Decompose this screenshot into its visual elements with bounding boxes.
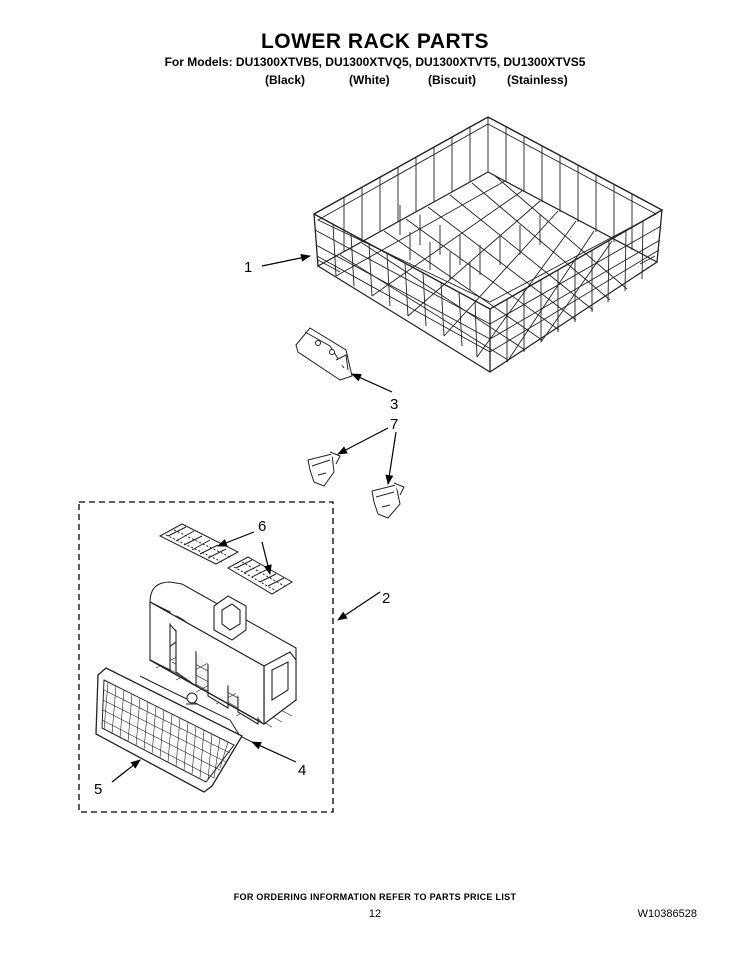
callout-4: 4: [298, 762, 306, 779]
callout-3: 3: [390, 396, 398, 413]
callout-6: 6: [258, 518, 266, 535]
rack-clip-lower: [371, 482, 405, 519]
assembly-frame: [78, 501, 334, 813]
page-title: LOWER RACK PARTS: [260, 30, 490, 53]
page-number: 12: [368, 908, 382, 920]
silverware-basket: [148, 581, 298, 728]
rack-bracket: [295, 327, 353, 381]
rack-clip-upper: [307, 451, 341, 487]
color-stainless: (Stainless): [507, 73, 568, 87]
models-line: For Models: DU1300XTVB5, DU1300XTVQ5, DU…: [164, 55, 586, 69]
basket-lid-right: [226, 556, 293, 595]
callout-2: 2: [382, 590, 390, 607]
callout-leaders: [111, 253, 397, 783]
color-biscuit: (Biscuit): [428, 73, 476, 87]
callout-7: 7: [390, 416, 398, 433]
color-black: (Black): [265, 73, 306, 87]
document-number: W10386528: [637, 908, 697, 920]
ordering-note: FOR ORDERING INFORMATION REFER TO PARTS …: [233, 892, 517, 902]
basket-hinge: [139, 675, 253, 743]
basket-cover: [95, 667, 243, 793]
lower-rack: [312, 116, 664, 373]
callout-5: 5: [94, 781, 102, 798]
color-white: (White): [349, 73, 390, 87]
basket-lid-left: [158, 523, 240, 565]
callout-1: 1: [244, 259, 252, 276]
